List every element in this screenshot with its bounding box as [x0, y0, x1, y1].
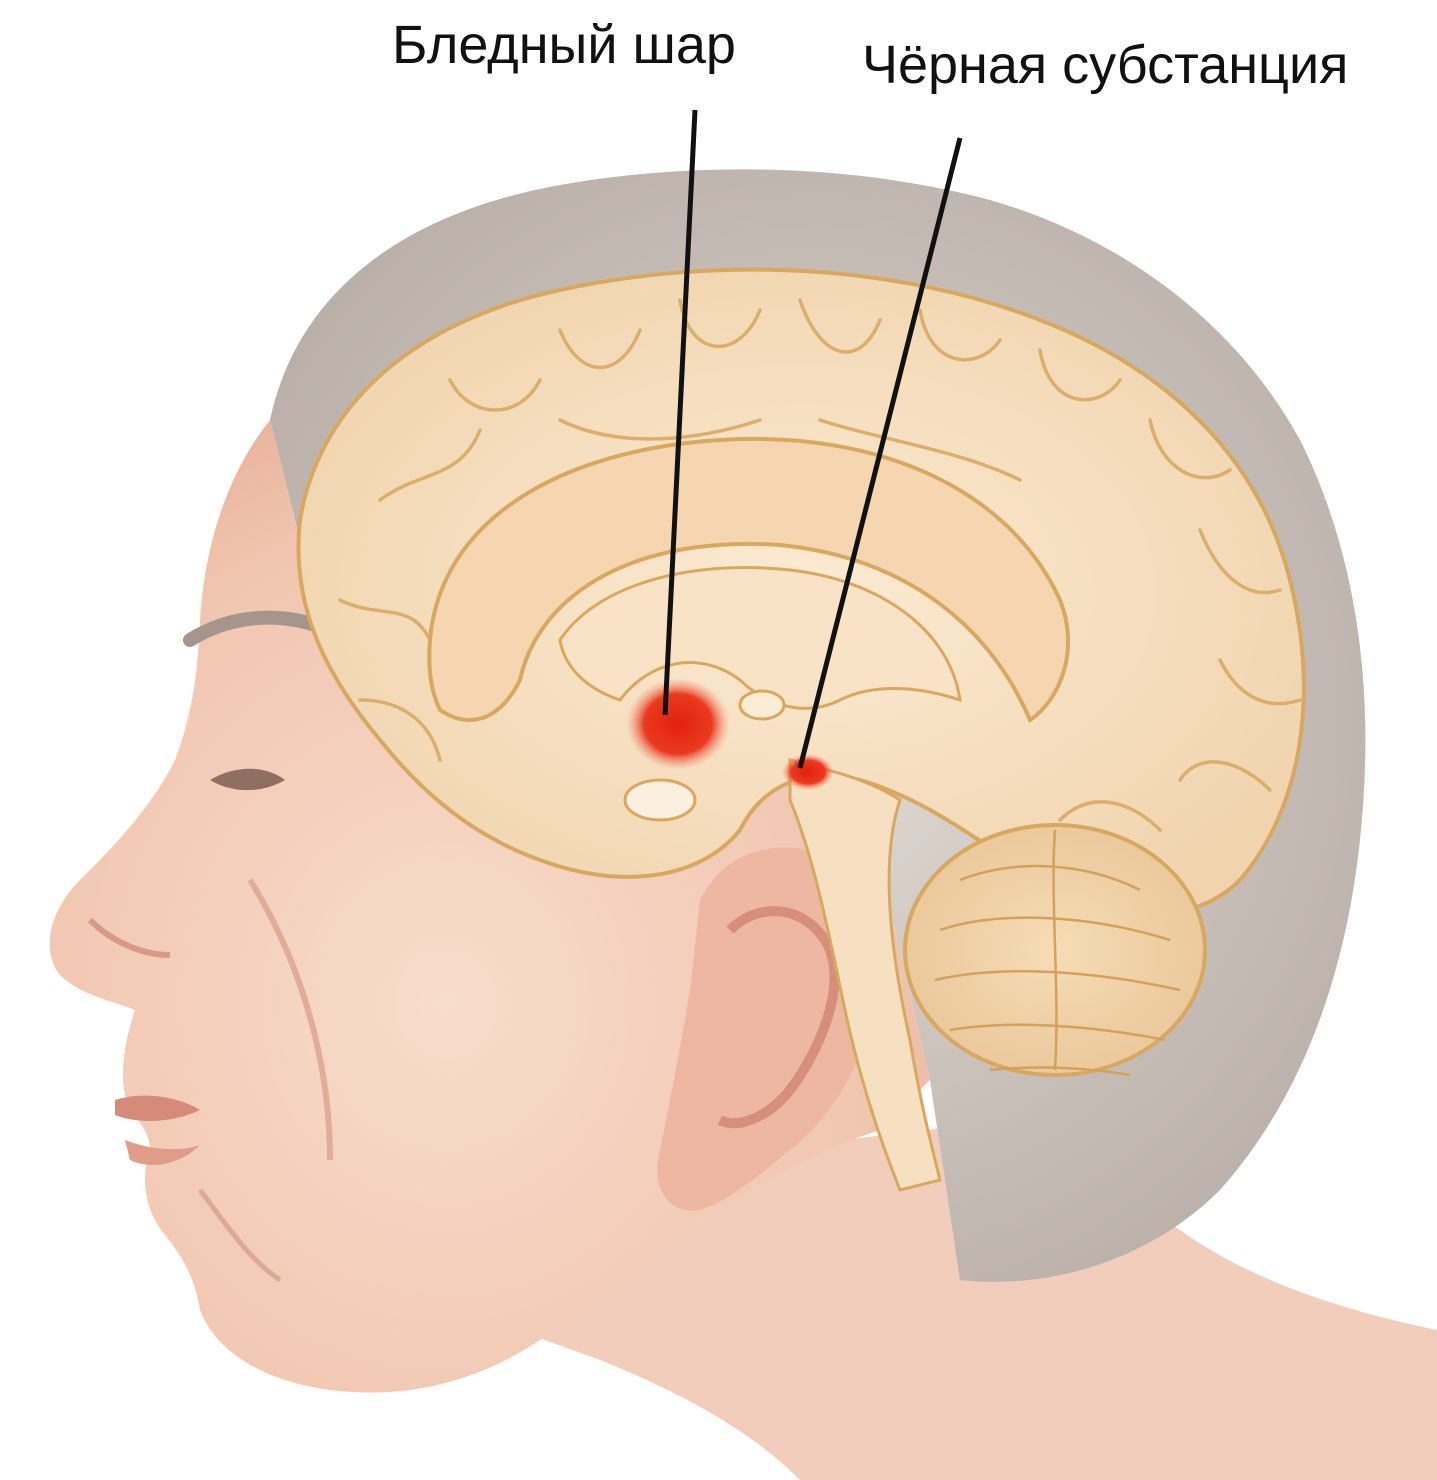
- globus-pallidus-highlight: [626, 678, 730, 770]
- globus-pallidus-label: Бледный шар: [392, 18, 736, 72]
- fornix-oval: [740, 691, 784, 719]
- mammillary-oval: [625, 780, 695, 820]
- substantia-nigra-label: Чёрная субстанция: [862, 38, 1348, 92]
- substantia-nigra-highlight: [782, 754, 834, 790]
